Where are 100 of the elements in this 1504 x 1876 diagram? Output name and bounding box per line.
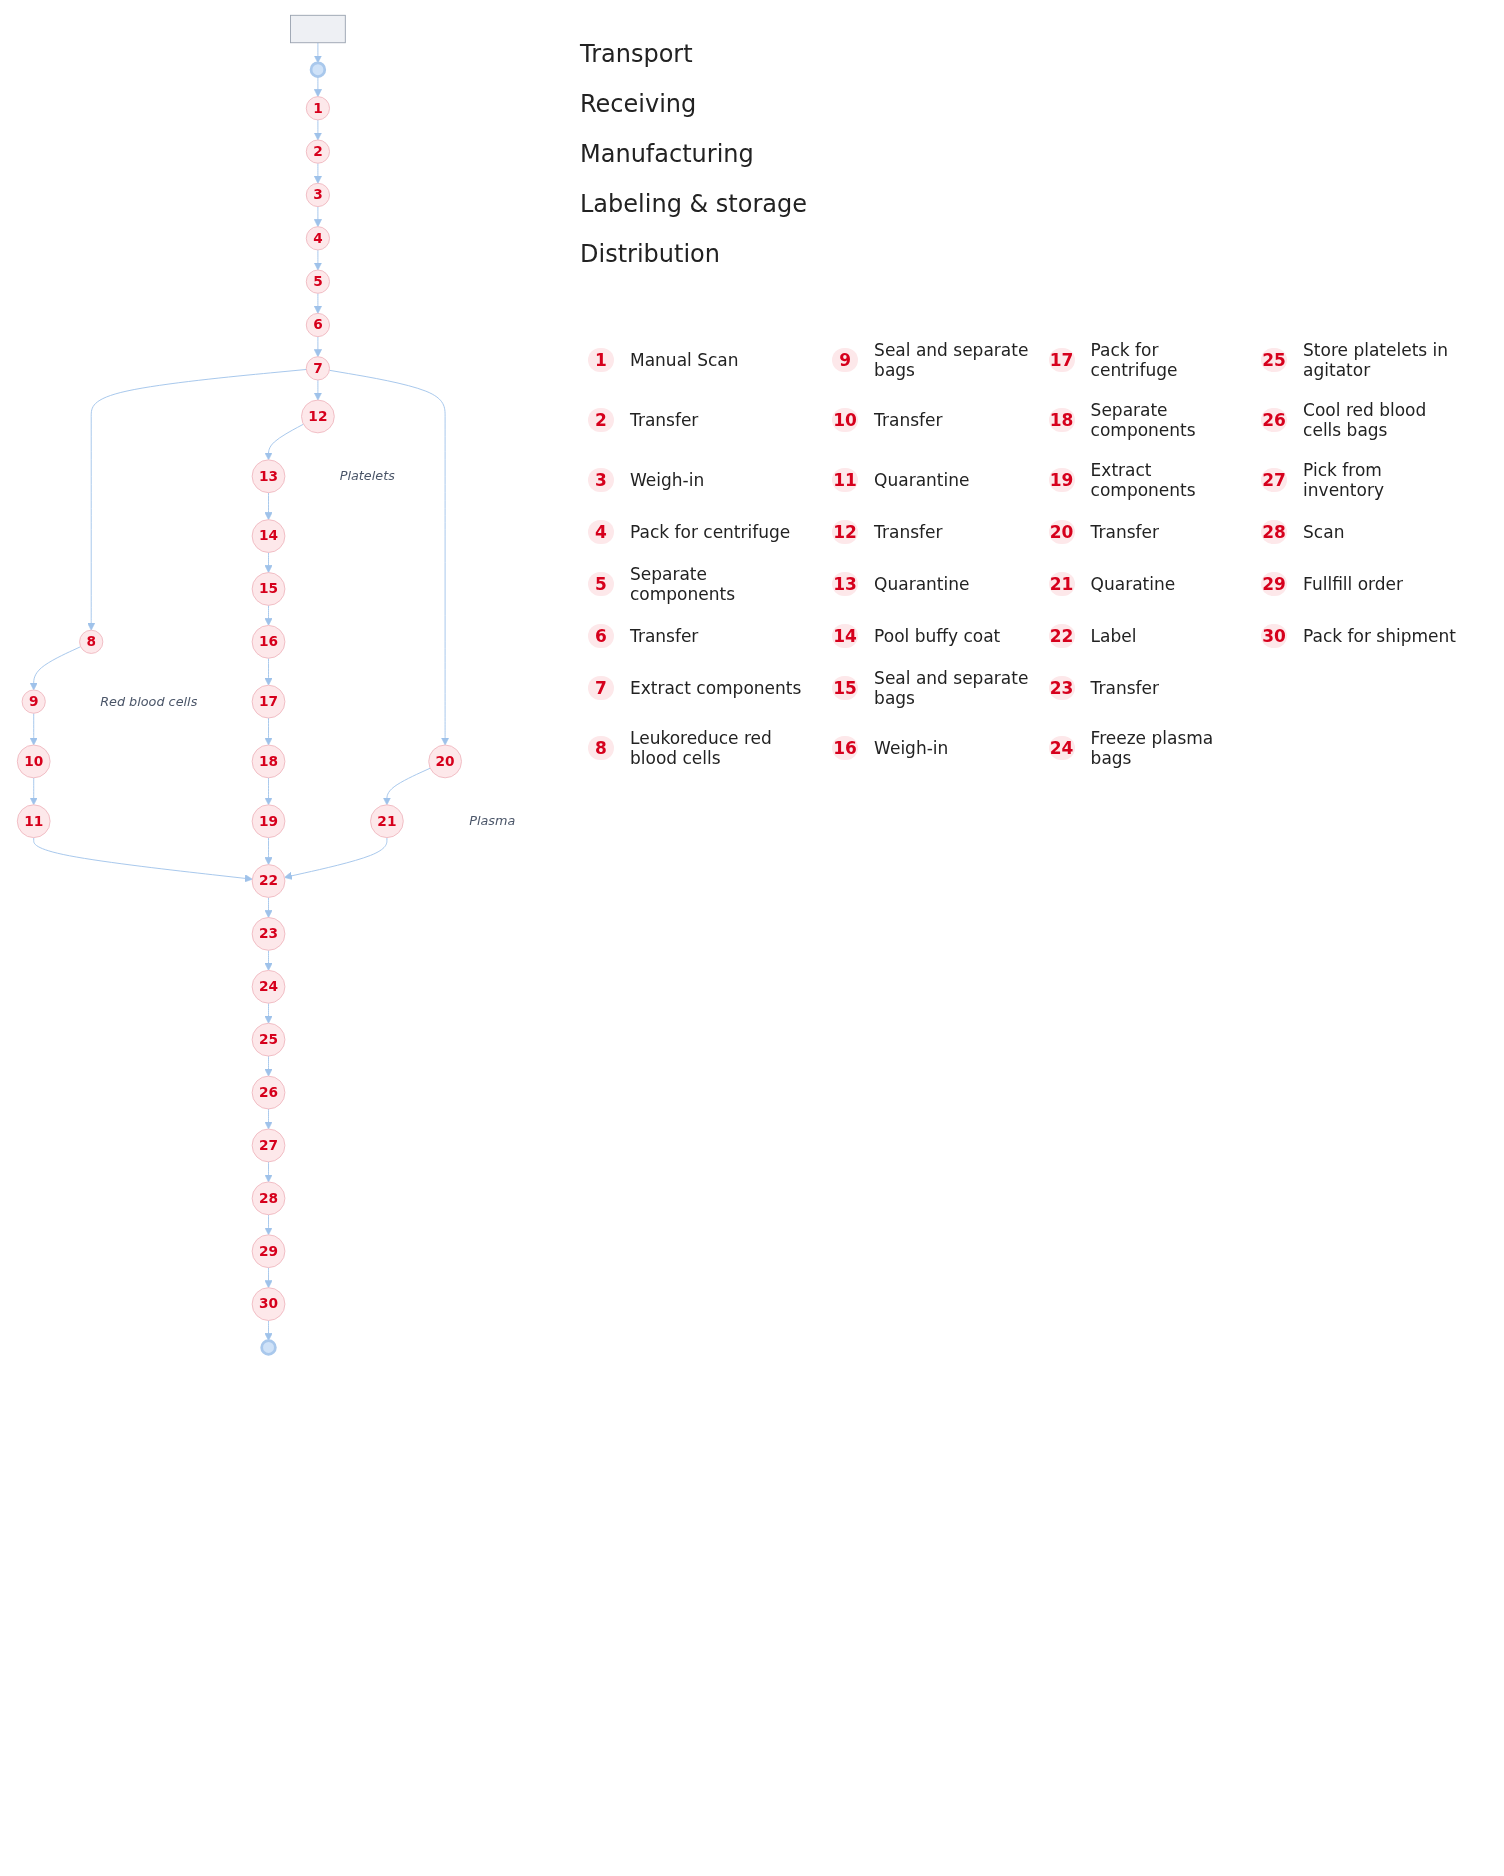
step-number: 4 xyxy=(588,520,614,544)
step-number: 2 xyxy=(588,408,614,432)
node-circle: 2 xyxy=(305,139,330,164)
step-number: 25 xyxy=(1261,348,1288,372)
step-number: 10 xyxy=(832,408,859,432)
node-circle: 23 xyxy=(251,917,286,951)
node-circle: 12 xyxy=(301,399,335,434)
step-name: Pack for centrifuge xyxy=(630,522,791,542)
step-name: Pack for centrifuge xyxy=(1090,340,1178,380)
step-number: 30 xyxy=(1261,624,1288,648)
node-circle xyxy=(260,1339,277,1356)
node-circle: 15 xyxy=(251,572,286,606)
step-name: Freeze plasma bags xyxy=(1090,728,1214,768)
step-number: 21 xyxy=(1048,572,1075,596)
node-circle: 10 xyxy=(16,744,51,779)
step-number: 20 xyxy=(1048,520,1075,544)
stage-label: Receiving xyxy=(580,90,697,118)
step-name: Quarantine xyxy=(874,574,970,594)
step-name: Seal and separate bags xyxy=(874,340,1029,380)
node-circle: 26 xyxy=(251,1075,286,1110)
node-circle: 17 xyxy=(251,684,286,719)
node-circle: 21 xyxy=(370,804,404,839)
step-number: 9 xyxy=(832,348,859,372)
node-circle: 27 xyxy=(251,1128,286,1163)
step-name: Label xyxy=(1090,626,1137,646)
step-name: Transfer xyxy=(1090,678,1159,698)
step-number: 3 xyxy=(588,468,614,492)
node-circle: 16 xyxy=(251,625,286,659)
node-circle: 28 xyxy=(251,1181,286,1216)
step-number: 23 xyxy=(1048,676,1075,700)
node-circle: 25 xyxy=(251,1022,286,1057)
step-name: Extract components xyxy=(630,678,802,698)
step-name: Transfer xyxy=(874,522,943,542)
step-name: Quarantine xyxy=(874,470,970,490)
step-number: 12 xyxy=(832,520,859,544)
step-number: 11 xyxy=(832,468,859,492)
step-name: Fullfill order xyxy=(1303,574,1404,594)
node-circle: 9 xyxy=(21,689,46,714)
step-name: Pack for shipment xyxy=(1303,626,1456,646)
step-number: 27 xyxy=(1261,468,1288,492)
step-name: Pool buffy coat xyxy=(874,626,1001,646)
stage-label: Manufacturing xyxy=(580,140,754,168)
step-name: Extract components xyxy=(1090,460,1196,500)
step-number: 22 xyxy=(1048,624,1075,648)
step-number: 1 xyxy=(588,348,614,372)
node-label: Platelets xyxy=(339,468,395,484)
step-name: Separate components xyxy=(1090,400,1196,440)
step-number: 6 xyxy=(588,624,614,648)
step-number: 17 xyxy=(1048,348,1075,372)
step-number: 14 xyxy=(832,624,859,648)
node-circle: 18 xyxy=(251,744,286,779)
stage-label: Labeling & storage xyxy=(580,190,807,218)
step-name: Transfer xyxy=(630,626,699,646)
node-circle: 22 xyxy=(251,864,286,898)
node-circle: 29 xyxy=(251,1234,286,1269)
step-name: Scan xyxy=(1303,522,1345,542)
step-number: 29 xyxy=(1261,572,1288,596)
step-number: 24 xyxy=(1048,736,1075,760)
node-circle: 24 xyxy=(251,969,286,1004)
step-number: 16 xyxy=(832,736,859,760)
step-name: Weigh-in xyxy=(874,738,949,758)
step-name: Weigh-in xyxy=(630,470,705,490)
step-name: Transfer xyxy=(1090,522,1159,542)
step-number: 26 xyxy=(1261,408,1288,432)
step-number: 19 xyxy=(1048,468,1075,492)
node-circle: 20 xyxy=(428,744,462,779)
step-name: Separate components xyxy=(630,564,736,604)
step-number: 18 xyxy=(1048,408,1075,432)
stage-label: Distribution xyxy=(580,240,720,268)
step-number: 15 xyxy=(832,676,859,700)
step-name: Store platelets in agitator xyxy=(1303,340,1449,380)
node-circle: 3 xyxy=(305,182,330,208)
node-circle: 5 xyxy=(305,269,330,294)
node-circle: 11 xyxy=(16,804,51,839)
step-name: Cool red blood cells bags xyxy=(1303,400,1427,440)
node-circle xyxy=(309,61,327,78)
node-label: Red blood cells xyxy=(100,693,198,709)
step-name: Manual Scan xyxy=(630,350,739,370)
step-name: Seal and separate bags xyxy=(874,668,1029,708)
node-picture xyxy=(290,14,346,44)
step-name: Transfer xyxy=(874,410,943,430)
node-label: Plasma xyxy=(469,813,516,829)
step-name: Quaratine xyxy=(1090,574,1176,594)
step-number: 13 xyxy=(832,572,859,596)
step-name: Pick from inventory xyxy=(1303,460,1384,500)
node-circle: 13 xyxy=(251,459,286,494)
node-circle: 8 xyxy=(79,629,104,654)
node-circle: 4 xyxy=(305,226,330,251)
stage-label: Transport xyxy=(580,40,693,68)
step-number: 5 xyxy=(588,572,614,596)
node-circle: 14 xyxy=(251,519,286,553)
step-name: Leukoreduce red blood cells xyxy=(630,728,772,768)
step-name: Transfer xyxy=(630,410,699,430)
step-number: 7 xyxy=(588,676,614,700)
node-circle: 1 xyxy=(305,96,330,121)
node-circle: 7 xyxy=(305,356,330,381)
node-circle: 30 xyxy=(251,1287,286,1321)
node-circle: 19 xyxy=(251,804,286,839)
step-number: 28 xyxy=(1261,520,1288,544)
step-number: 8 xyxy=(588,736,614,760)
